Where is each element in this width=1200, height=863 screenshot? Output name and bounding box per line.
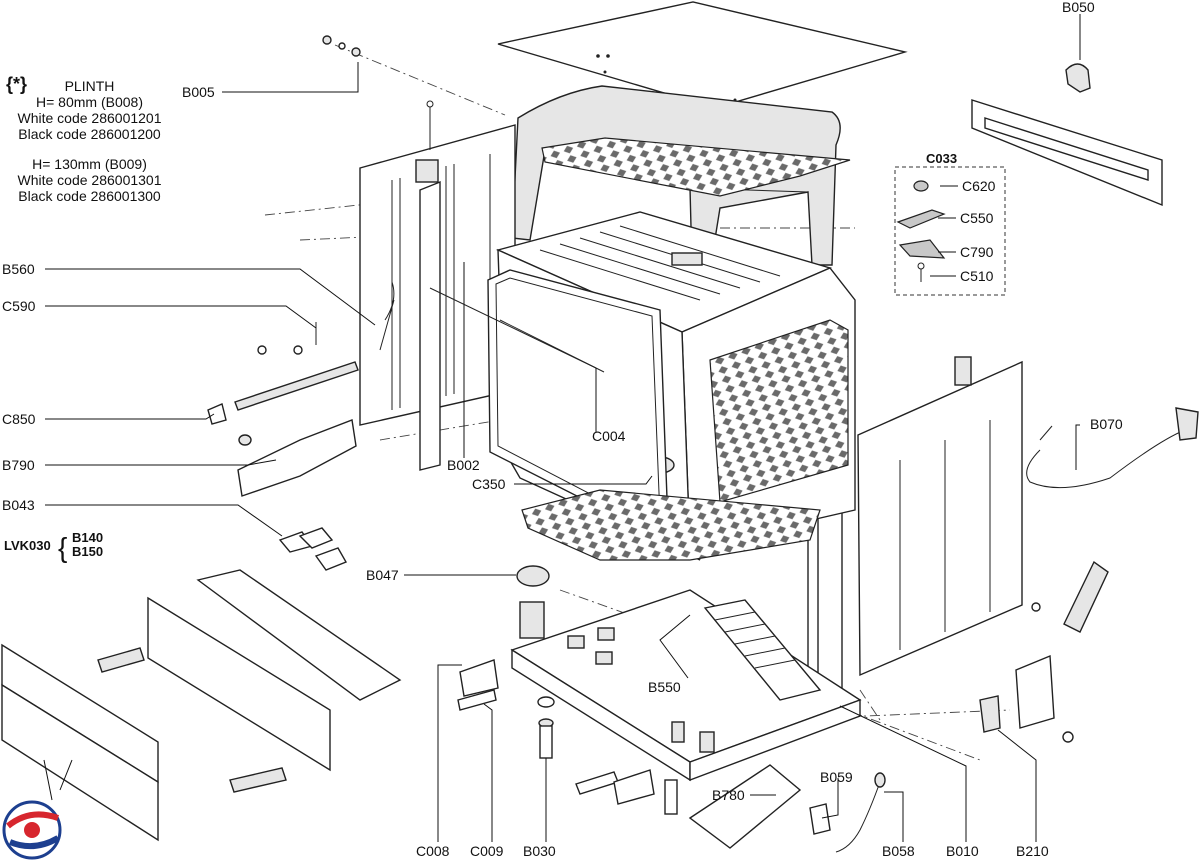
plinth-note-line: White code 286001301 bbox=[17, 172, 162, 188]
screw-b210 bbox=[1062, 731, 1074, 743]
leader-lines bbox=[43, 14, 1081, 842]
plinth-panels bbox=[1, 569, 402, 842]
label-b210: B210 bbox=[1016, 843, 1049, 859]
plinth-note-line: White code 286001201 bbox=[17, 110, 162, 126]
label-b043: B043 bbox=[2, 497, 35, 513]
rail-c850 bbox=[234, 361, 359, 411]
bottom-small-parts bbox=[457, 659, 886, 853]
label-b790: B790 bbox=[2, 457, 35, 473]
label-b002: B002 bbox=[447, 457, 480, 473]
label-b005: B005 bbox=[182, 84, 215, 100]
bottom-insulation-mat bbox=[521, 489, 821, 561]
brand-logo bbox=[2, 800, 62, 860]
label-b140: B140 bbox=[72, 530, 103, 545]
label-c510: C510 bbox=[960, 268, 994, 284]
label-c550: C550 bbox=[960, 210, 994, 226]
plinth-note: {*} PLINTH H= 80mm (B008) White code 286… bbox=[2, 74, 177, 204]
right-side-panel bbox=[857, 356, 1023, 677]
hinge-b050 bbox=[1065, 63, 1091, 93]
plinth-note-line: H= 130mm (B009) bbox=[32, 156, 147, 172]
plinth-note-symbol: {*} bbox=[6, 74, 28, 94]
top-insulation-mat bbox=[541, 137, 851, 197]
power-cord-b070 bbox=[1026, 407, 1199, 489]
pressure-switch-b210 bbox=[979, 695, 1001, 733]
label-c590: C590 bbox=[2, 298, 36, 314]
label-b050: B050 bbox=[1062, 0, 1095, 15]
left-small-parts bbox=[207, 281, 395, 571]
label-lvk030: LVK030 bbox=[4, 538, 51, 553]
label-c620: C620 bbox=[962, 178, 996, 194]
brace: { bbox=[58, 532, 67, 563]
top-right-rail bbox=[971, 63, 1163, 207]
screws-b005 bbox=[322, 35, 361, 57]
plinth-note-line: Black code 286001200 bbox=[18, 126, 161, 142]
label-b059: B059 bbox=[820, 769, 853, 785]
label-c850: C850 bbox=[2, 411, 36, 427]
label-c033: C033 bbox=[926, 151, 957, 166]
frame-strip-b002 bbox=[415, 100, 441, 471]
label-c009: C009 bbox=[470, 843, 504, 859]
label-b780: B780 bbox=[712, 787, 745, 803]
label-b047: B047 bbox=[366, 567, 399, 583]
plinth-note-line: H= 80mm (B008) bbox=[36, 94, 143, 110]
label-b030: B030 bbox=[523, 843, 556, 859]
label-c790: C790 bbox=[960, 244, 994, 260]
label-b560: B560 bbox=[2, 261, 35, 277]
plinth-note-title: PLINTH bbox=[64, 78, 115, 94]
label-c004: C004 bbox=[592, 428, 626, 444]
label-b010: B010 bbox=[946, 843, 979, 859]
label-b550: B550 bbox=[648, 679, 681, 695]
label-c350: C350 bbox=[472, 476, 506, 492]
base-ladder-b550 bbox=[703, 599, 822, 701]
c033-group bbox=[894, 166, 1006, 296]
label-b058: B058 bbox=[882, 843, 915, 859]
door-strip-part bbox=[1063, 560, 1109, 633]
label-c008: C008 bbox=[416, 843, 450, 859]
label-b150: B150 bbox=[72, 544, 103, 559]
label-b070: B070 bbox=[1090, 416, 1123, 432]
plinth-note-line: Black code 286001300 bbox=[18, 188, 161, 204]
upper-basket-rails bbox=[429, 287, 605, 373]
top-cover-plate bbox=[497, 1, 908, 109]
module-bracket bbox=[1015, 654, 1055, 729]
b047-part bbox=[516, 565, 550, 587]
door-seal-c350 bbox=[487, 269, 669, 533]
